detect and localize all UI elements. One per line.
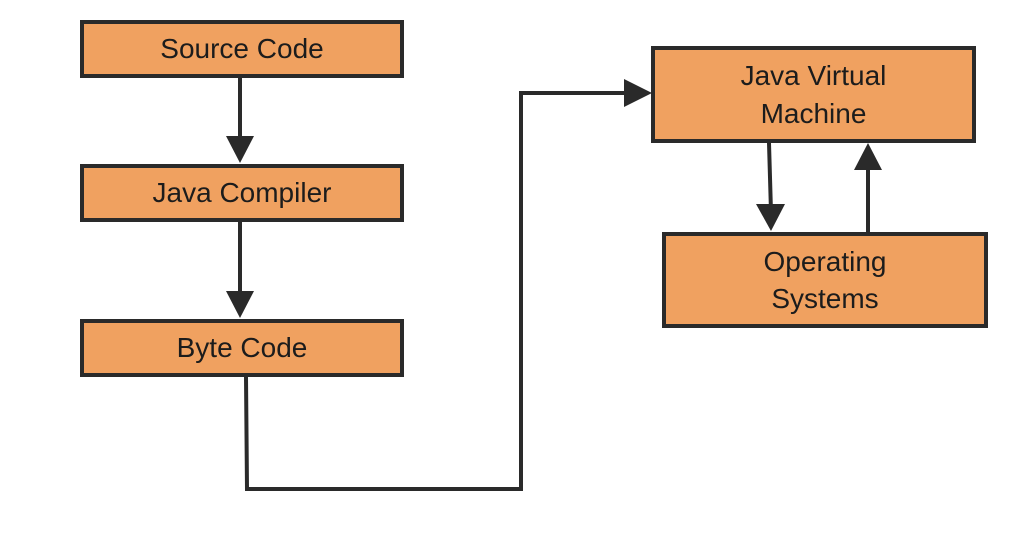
operating-systems-node: Operating Systems bbox=[662, 232, 988, 328]
arrowhead-bytecode-to-jvm bbox=[624, 79, 652, 107]
operating-systems-label: Operating Systems bbox=[763, 245, 887, 314]
java-virtual-machine-label: Java Virtual Machine bbox=[740, 60, 887, 129]
java-virtual-machine-node: Java Virtual Machine bbox=[651, 46, 976, 143]
java-compiler-node: Java Compiler bbox=[80, 164, 404, 222]
source-code-label: Source Code bbox=[160, 33, 324, 65]
source-code-node: Source Code bbox=[80, 20, 404, 78]
byte-code-node: Byte Code bbox=[80, 319, 404, 377]
arrowhead-source-to-compiler bbox=[226, 136, 254, 163]
edge-bytecode-to-jvm bbox=[244, 91, 630, 491]
byte-code-label: Byte Code bbox=[176, 332, 308, 364]
arrowhead-os-to-jvm bbox=[854, 143, 882, 170]
arrowhead-jvm-to-os bbox=[756, 204, 785, 231]
arrowhead-compiler-to-bytecode bbox=[226, 291, 254, 318]
edge-jvm-to-os bbox=[766, 140, 774, 215]
java-compiler-label: Java Compiler bbox=[152, 177, 332, 209]
